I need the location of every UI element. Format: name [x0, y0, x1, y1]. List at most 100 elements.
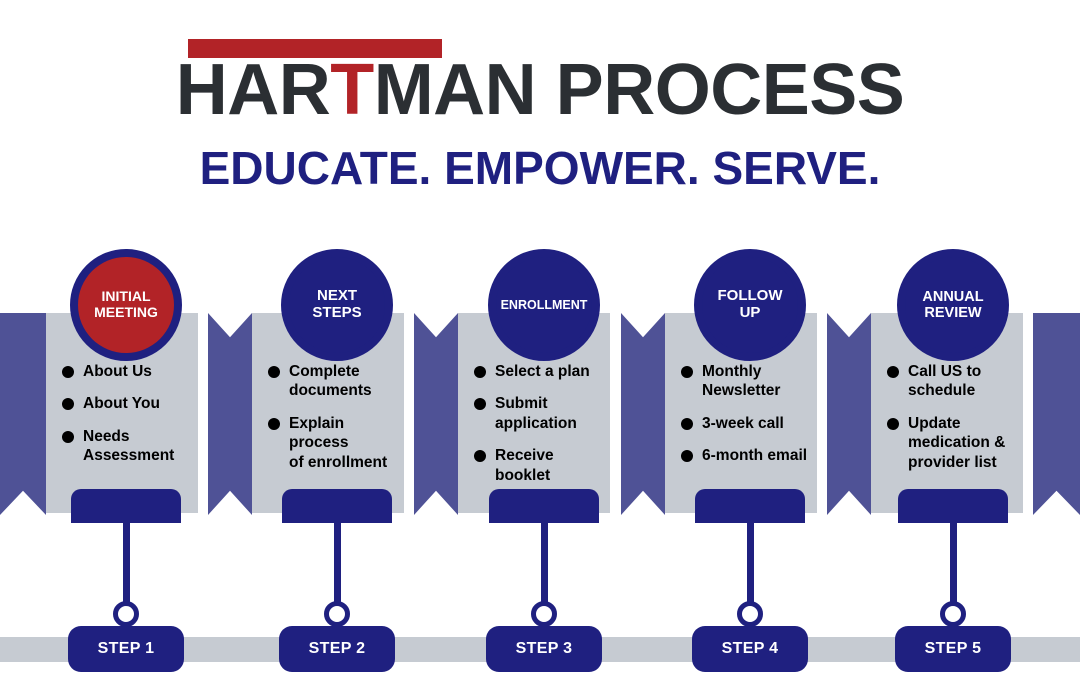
step-badge-2[interactable]: STEP 2	[279, 626, 395, 672]
step-badge-3[interactable]: STEP 3	[486, 626, 602, 672]
list-item-label-cont: provider list	[908, 453, 997, 471]
bullet-dot-icon	[681, 366, 693, 378]
step-ring-5	[897, 249, 1009, 361]
ribbon-tail-5	[827, 313, 871, 515]
list-item-label-cont: application	[495, 414, 577, 432]
list-item: Receive booklet	[474, 446, 604, 485]
list-item: About You	[62, 394, 192, 413]
step-ring-2	[281, 249, 393, 361]
list-item-label: Select a plan	[495, 363, 590, 380]
page-title-red-t: T	[330, 50, 374, 130]
bullet-dot-icon	[474, 366, 486, 378]
ribbon-tail-1	[0, 313, 46, 515]
connector-line-3	[541, 500, 548, 614]
list-item: About Us	[62, 362, 192, 381]
bullet-dot-icon	[474, 398, 486, 411]
list-item-label-cont: documents	[289, 382, 372, 400]
step-badge-label: STEP 3	[515, 640, 573, 657]
step-badge-4[interactable]: STEP 4	[692, 626, 808, 672]
step-badge-label: STEP 5	[924, 640, 982, 657]
list-item-label-cont: Newsletter	[702, 382, 781, 400]
bullet-dot-icon	[268, 366, 280, 378]
bullet-dot-icon	[887, 366, 899, 378]
step-circle-label: ENROLLMENT	[500, 298, 588, 312]
connector-line-4	[747, 500, 754, 614]
page-title-pre: HAR	[175, 50, 331, 130]
list-item-label-cont: of enrollment	[289, 453, 388, 471]
connector-line-2	[334, 500, 341, 614]
ribbon-tail-4	[621, 313, 665, 515]
list-item-label-cont: Assessment	[83, 447, 175, 465]
list-item-label: About You	[83, 395, 160, 413]
bullet-dot-icon	[62, 366, 74, 378]
step-badge-5[interactable]: STEP 5	[895, 626, 1011, 672]
list-item-label-cont: schedule	[908, 382, 976, 400]
step-node-marker-1	[113, 601, 139, 627]
list-item: 6-month email	[681, 446, 811, 465]
step-circle-label-cont: REVIEW	[924, 305, 982, 321]
page-title-post: MAN PROCESS	[373, 50, 905, 130]
step-ring-3	[488, 249, 600, 361]
page-title: HARTMAN PROCESS	[0, 54, 1080, 126]
list-item-label-cont: medication &	[908, 434, 1006, 452]
list-item-label: 3-week call	[702, 414, 784, 432]
bullet-dot-icon	[62, 430, 74, 443]
step-ring-4	[694, 249, 806, 361]
step-circle-3[interactable]: ENROLLMENT	[496, 257, 592, 353]
connector-line-5	[950, 500, 957, 614]
ribbon-tail-3	[414, 313, 458, 515]
step-node-marker-2	[324, 601, 350, 627]
connector-line-1	[123, 500, 130, 614]
step-node-marker-4	[737, 601, 763, 627]
step-circle-label-cont: UP	[739, 304, 761, 321]
step-node-marker-3	[531, 601, 557, 627]
step-badge-1[interactable]: STEP 1	[68, 626, 184, 672]
ribbon-tail-2	[208, 313, 252, 515]
list-item-label: 6-month email	[702, 447, 808, 465]
red-t-crossbar-accent	[188, 39, 442, 58]
header: HARTMAN PROCESS EDUCATE. EMPOWER. SERVE.	[0, 0, 1080, 205]
bullet-dot-icon	[268, 417, 280, 430]
list-item: Select a plan	[474, 362, 604, 381]
step-badge-label: STEP 2	[308, 640, 366, 657]
bullet-dot-icon	[681, 417, 693, 430]
bullet-dot-icon	[887, 417, 899, 430]
ribbon-tail-6	[1033, 313, 1080, 515]
step-badge-label: STEP 1	[97, 640, 155, 657]
step-circle-label-cont: STEPS	[312, 304, 362, 321]
step-ring-1	[70, 249, 182, 361]
list-item-label: Receive booklet	[495, 447, 554, 484]
step-badge-label: STEP 4	[721, 640, 779, 657]
bullet-dot-icon	[681, 450, 693, 463]
step-node-marker-5	[940, 601, 966, 627]
